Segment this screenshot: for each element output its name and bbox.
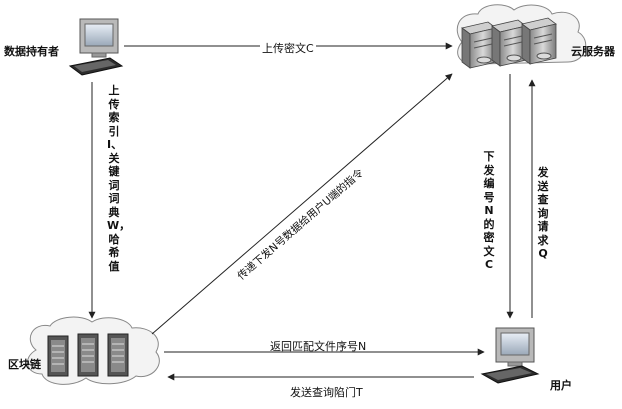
arrow-relay-instruction (151, 73, 453, 335)
upload-ciphertext-label: 上传密文C (260, 40, 316, 56)
return-n-label: 返回匹配文件序号N (270, 340, 367, 353)
send-query-label: 发送查询请求Q (537, 166, 549, 260)
data-owner-label: 数据持有者 (4, 45, 59, 58)
upload-index-label: 上传索引I、关键词词典W，哈希值 (107, 84, 131, 273)
blockchain-label: 区块链 (8, 358, 41, 371)
blockchain-server-icon (27, 316, 160, 385)
dispatch-n-label: 下发编号N的密文C (483, 150, 495, 271)
cloud-server-label: 云服务器 (571, 45, 615, 58)
send-trapdoor-label: 发送查询陷门T (290, 386, 363, 399)
cloud-server-icon (456, 4, 587, 69)
user-label: 用户 (550, 379, 572, 392)
user-computer-icon (480, 327, 540, 384)
data-owner-computer-icon (68, 18, 124, 76)
